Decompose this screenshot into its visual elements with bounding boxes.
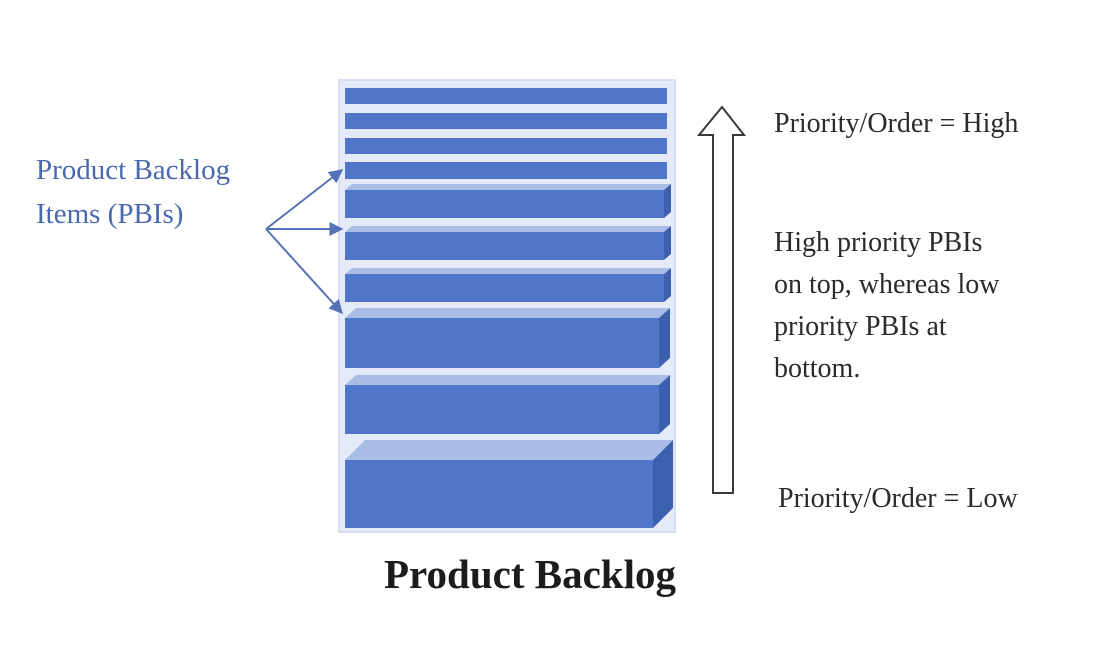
pbi-label: Product Backlog Items (PBIs) (36, 148, 276, 236)
pbi-block (345, 375, 670, 434)
diagram-title: Product Backlog (384, 551, 676, 597)
explanation-line2: on top, whereas low (774, 269, 1000, 300)
pbi-block (345, 113, 667, 129)
pbi-block (345, 440, 673, 528)
pbi-block (345, 88, 667, 104)
pbi-block (345, 138, 667, 154)
explanation-line1: High priority PBIs (774, 227, 983, 258)
pbi-label-line1: Product Backlog (36, 154, 231, 186)
priority-explanation: High priority PBIs on top, whereas low p… (774, 222, 1074, 390)
pbi-label-line2: Items (PBIs) (36, 198, 184, 230)
backlog-stack (345, 88, 673, 528)
pbi-block (345, 162, 667, 179)
pointer-arrow-upper (265, 169, 344, 230)
pointer-arrow-lower (265, 228, 343, 315)
priority-low-label: Priority/Order = Low (778, 483, 1018, 514)
pbi-block (345, 308, 670, 368)
explanation-line3: priority PBIs at (774, 311, 947, 342)
pbi-block (345, 268, 671, 302)
explanation-line4: bottom. (774, 353, 861, 384)
pbi-block (345, 226, 671, 260)
priority-up-arrow-icon (696, 105, 747, 494)
pbi-block (345, 184, 671, 218)
priority-high-label: Priority/Order = High (774, 108, 1019, 139)
pbi-pointer-arrows (265, 169, 344, 315)
